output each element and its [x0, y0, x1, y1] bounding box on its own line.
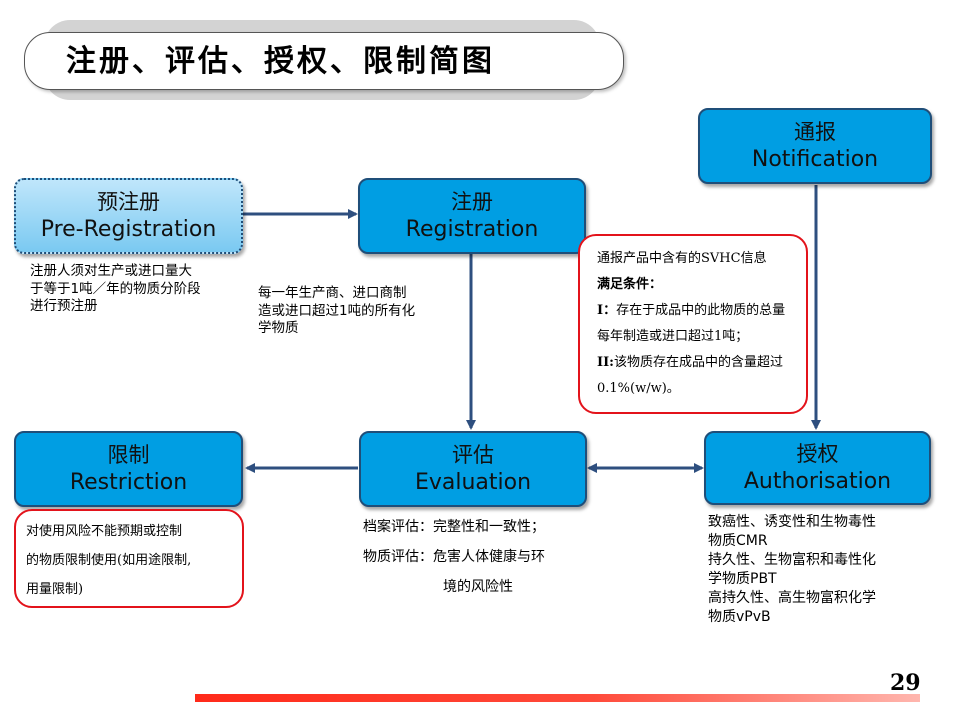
evaluation-label-zh: 评估: [452, 443, 494, 467]
note-line: 进行预注册: [30, 298, 98, 314]
notification-box: 通报 Notification: [698, 108, 932, 184]
note-line: 的物质限制使用(如用途限制,: [26, 553, 192, 568]
condition-prefix: II:: [597, 355, 614, 370]
note-line: 物质vPvB: [708, 609, 771, 625]
evaluation-box: 评估 Evaluation: [359, 431, 587, 507]
note-line: 每年制造或进口超过1吨；: [597, 329, 749, 344]
note-line: 满足条件：: [597, 277, 663, 292]
footer-red-bar: [195, 694, 920, 702]
pre-registration-label-en: Pre-Registration: [40, 217, 217, 242]
authorisation-label-en: Authorisation: [743, 469, 892, 494]
pre-registration-box: 预注册 Pre-Registration: [14, 178, 243, 254]
pre-registration-label-zh: 预注册: [97, 190, 160, 214]
note-line: 档案评估：完整性和一致性；: [363, 519, 545, 535]
registration-box: 注册 Registration: [358, 178, 586, 254]
note-line: 高持久性、高生物富积化学: [708, 590, 876, 606]
note-line: 境的风险性: [443, 579, 513, 595]
note-line: 造或进口超过1吨的所有化: [258, 302, 416, 319]
note-line: 每一年生产商、进口商制: [258, 285, 407, 301]
page-title: 注册、评估、授权、限制简图: [66, 44, 495, 79]
registration-label-zh: 注册: [451, 190, 493, 214]
note-line: 通报产品中含有的SVHC信息: [597, 251, 767, 266]
condition-prefix: I：: [597, 303, 617, 318]
note-line: 0.1%(w/w)。: [597, 381, 680, 396]
authorisation-box: 授权 Authorisation: [704, 431, 931, 505]
restriction-label-en: Restriction: [69, 470, 188, 495]
authorisation-label-zh: 授权: [796, 442, 839, 466]
note-line: 学物质: [258, 320, 299, 336]
note-line: 用量限制): [26, 582, 84, 597]
evaluation-label-en: Evaluation: [414, 470, 532, 495]
note-line: 持久性、生物富积和毒性化: [708, 552, 876, 568]
page-number: 29: [890, 670, 921, 696]
note-line: 物质CMR: [708, 533, 768, 549]
authorisation-note: 致癌性、诱变性和生物毒性 物质CMR 持久性、生物富积和毒性化 学物质PBT 高…: [708, 513, 913, 627]
note-line: 致癌性、诱变性和生物毒性: [708, 514, 876, 530]
notification-label-zh: 通报: [794, 120, 836, 144]
registration-label-en: Registration: [405, 217, 539, 242]
note-line: 于等于1吨／年的物质分阶段: [30, 280, 201, 297]
notification-label-en: Notification: [751, 147, 879, 172]
restriction-label-zh: 限制: [107, 443, 150, 467]
restriction-note-box: 对使用风险不能预期或控制 的物质限制使用(如用途限制, 用量限制): [14, 509, 244, 608]
note-line: 学物质PBT: [708, 571, 777, 587]
note-line: II:该物质存在成品中的含量超过: [597, 355, 783, 370]
evaluation-note: 档案评估：完整性和一致性； 物质评估：危害人体健康与环 境的风险性: [363, 512, 545, 602]
note-line: 物质评估：危害人体健康与环: [363, 549, 545, 565]
pre-registration-note: 注册人须对生产或进口量大 于等于1吨／年的物质分阶段 进行预注册: [30, 263, 240, 316]
note-line: I：存在于成品中的此物质的总量: [597, 303, 786, 318]
restriction-box: 限制 Restriction: [14, 431, 243, 507]
notification-conditions-box: 通报产品中含有的SVHC信息 满足条件： I：存在于成品中的此物质的总量 每年制…: [578, 234, 808, 414]
title-box: [24, 32, 624, 90]
note-line: 注册人须对生产或进口量大: [30, 263, 192, 279]
registration-note: 每一年生产商、进口商制 造或进口超过1吨的所有化 学物质: [258, 285, 458, 338]
note-line: 对使用风险不能预期或控制: [26, 524, 183, 539]
